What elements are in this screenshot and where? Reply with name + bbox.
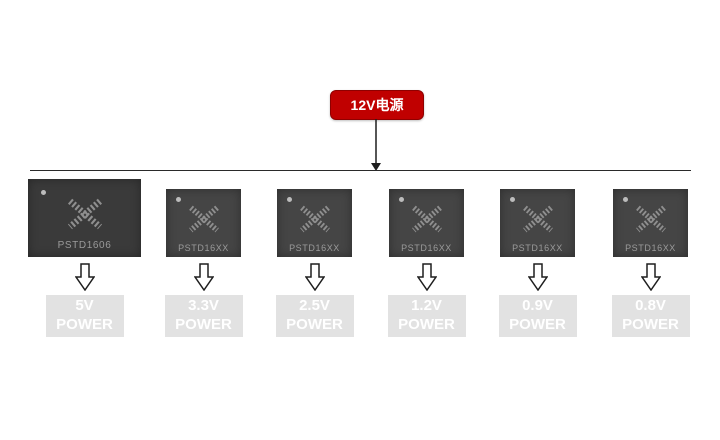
bus-line	[30, 170, 691, 171]
power-voltage: 2.5V	[299, 297, 330, 315]
chip-part-number: PSTD16XX	[512, 243, 563, 253]
power-voltage: 0.9V	[522, 297, 553, 315]
chip-part-number: PSTD16XX	[289, 243, 340, 253]
power-voltage: 3.3V	[188, 297, 219, 315]
chip-column-5v: PSTD1606 5V POWER	[28, 179, 141, 337]
supply-12v-label: 12V电源	[350, 97, 404, 113]
pin1-dot-icon	[287, 197, 292, 202]
pin1-dot-icon	[510, 197, 515, 202]
chip-logo-icon	[411, 205, 442, 233]
chip-column-2v5: PSTD16XX 2.5V POWER	[275, 189, 354, 337]
supply-12v-box: 12V电源	[330, 90, 424, 120]
down-arrow-icon	[640, 263, 661, 291]
down-arrow-icon	[416, 263, 437, 291]
chip-logo-icon	[522, 205, 553, 233]
chip-column-0v9: PSTD16XX 0.9V POWER	[498, 189, 577, 337]
power-output-box: 2.5V POWER	[275, 295, 354, 337]
chip-package: PSTD16XX	[389, 189, 464, 257]
power-word: POWER	[398, 316, 455, 333]
chip-logo-icon	[299, 205, 330, 233]
down-arrow-icon	[527, 263, 548, 291]
chip-package: PSTD16XX	[500, 189, 575, 257]
power-voltage: 1.2V	[411, 297, 442, 315]
down-arrow-icon	[304, 263, 325, 291]
power-output-box: 0.9V POWER	[498, 295, 577, 337]
power-voltage: 5V	[75, 297, 94, 315]
pin1-dot-icon	[41, 190, 46, 195]
pin1-dot-icon	[399, 197, 404, 202]
pin1-dot-icon	[623, 197, 628, 202]
chip-logo-icon	[635, 205, 666, 233]
chip-logo-icon	[67, 198, 102, 230]
power-output-box: 0.8V POWER	[611, 295, 690, 337]
chip-part-number: PSTD16XX	[625, 243, 676, 253]
power-output-box: 5V POWER	[45, 295, 124, 337]
power-word: POWER	[622, 316, 679, 333]
chip-package: PSTD16XX	[277, 189, 352, 257]
chip-column-1v2: PSTD16XX 1.2V POWER	[387, 189, 466, 337]
chip-column-3v3: PSTD16XX 3.3V POWER	[164, 189, 243, 337]
chip-package: PSTD16XX	[613, 189, 688, 257]
power-word: POWER	[286, 316, 343, 333]
chip-part-number: PSTD16XX	[178, 243, 229, 253]
down-arrow-icon	[74, 263, 95, 291]
chip-logo-icon	[188, 205, 219, 233]
chip-package: PSTD16XX	[166, 189, 241, 257]
power-output-box: 1.2V POWER	[387, 295, 466, 337]
power-word: POWER	[509, 316, 566, 333]
chip-package: PSTD1606	[28, 179, 141, 257]
power-output-box: 3.3V POWER	[164, 295, 243, 337]
power-voltage: 0.8V	[635, 297, 666, 315]
pin1-dot-icon	[176, 197, 181, 202]
supply-down-arrow-icon	[371, 119, 381, 171]
chip-column-0v8: PSTD16XX 0.8V POWER	[611, 189, 690, 337]
chip-part-number: PSTD1606	[57, 240, 112, 251]
power-word: POWER	[56, 316, 113, 333]
chip-part-number: PSTD16XX	[401, 243, 452, 253]
power-word: POWER	[175, 316, 232, 333]
down-arrow-icon	[193, 263, 214, 291]
